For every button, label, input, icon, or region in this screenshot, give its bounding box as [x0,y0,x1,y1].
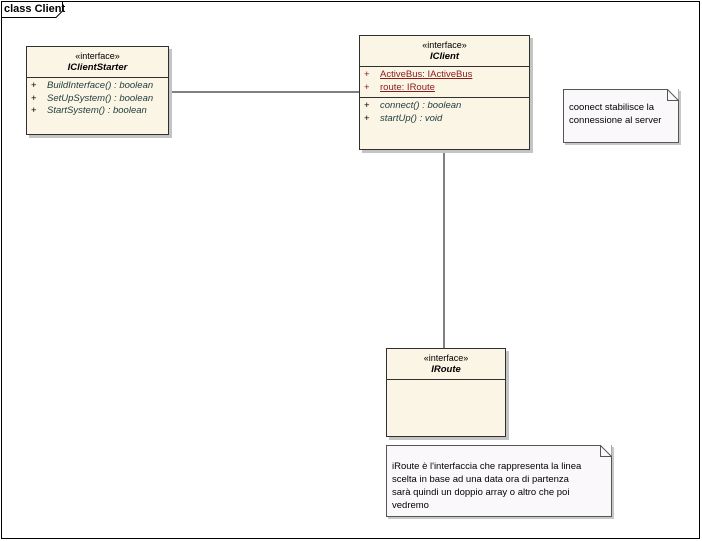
note-iroute[interactable]: iRoute è l'interfaccia che rappresenta l… [386,445,612,517]
class-header: «interface» IClient [360,36,529,67]
class-iroute[interactable]: «interface» IRoute [386,348,506,437]
visibility-marker: + [31,105,37,116]
operation-row[interactable]: + connect() : boolean [360,100,529,113]
class-iclient[interactable]: «interface» IClient + ActiveBus: IActive… [359,35,530,150]
note-line: vedremo [392,500,429,511]
attributes-compartment: + ActiveBus: IActiveBus + route: IRoute [360,67,529,97]
visibility-marker: + [364,81,370,93]
visibility-marker: + [364,112,370,124]
note-line: scelta in base ad una data ora di parten… [392,474,569,485]
operation-signature: SetUpSystem() : boolean [47,92,154,104]
operation-signature: StartSystem() : boolean [47,105,147,116]
stereotype-label: «interface» [423,353,469,363]
note-line: coonect stabilisce la [569,102,655,113]
attribute-signature: route: IRoute [380,81,435,93]
frame-tab [1,1,63,18]
note-fold-corner [667,89,679,101]
note-line: iRoute è l'interfaccia che rappresenta l… [392,461,582,472]
class-name: IClientStarter [67,62,128,73]
operation-signature: connect() : boolean [380,100,462,111]
operation-row[interactable]: + SetUpSystem() : boolean [27,93,168,106]
class-name: IRoute [431,364,461,375]
class-header: «interface» IRoute [387,349,505,380]
operation-signature: startUp() : void [380,112,443,124]
operation-row[interactable]: + BuildInterface() : boolean [27,80,168,93]
note-fold-corner [600,445,612,457]
attribute-row[interactable]: + route: IRoute [360,82,529,95]
note-connect[interactable]: coonect stabilisce la connessione al ser… [563,89,679,143]
stereotype-label: «interface» [422,40,467,50]
operations-compartment: + BuildInterface() : boolean + SetUpSyst… [27,78,168,121]
frame-title: class Client [4,3,66,15]
operation-row[interactable]: + StartSystem() : boolean [27,105,168,118]
attribute-signature: ActiveBus: IActiveBus [380,69,473,80]
note-line: sarà quindi un doppio array o altro che … [392,487,570,498]
class-iclientstarter[interactable]: «interface» IClientStarter + BuildInterf… [26,46,169,135]
operation-signature: BuildInterface() : boolean [47,80,154,91]
note-line: connessione al server [569,115,662,126]
visibility-marker: + [364,69,370,80]
class-name: IClient [429,51,460,62]
class-header: «interface» IClientStarter [27,47,168,78]
operation-row[interactable]: + startUp() : void [360,113,529,126]
attribute-row[interactable]: + ActiveBus: IActiveBus [360,69,529,82]
visibility-marker: + [31,92,37,104]
visibility-marker: + [31,80,37,91]
visibility-marker: + [364,100,370,111]
stereotype-label: «interface» [75,51,120,61]
operations-compartment: + connect() : boolean + startUp() : void [360,97,529,128]
